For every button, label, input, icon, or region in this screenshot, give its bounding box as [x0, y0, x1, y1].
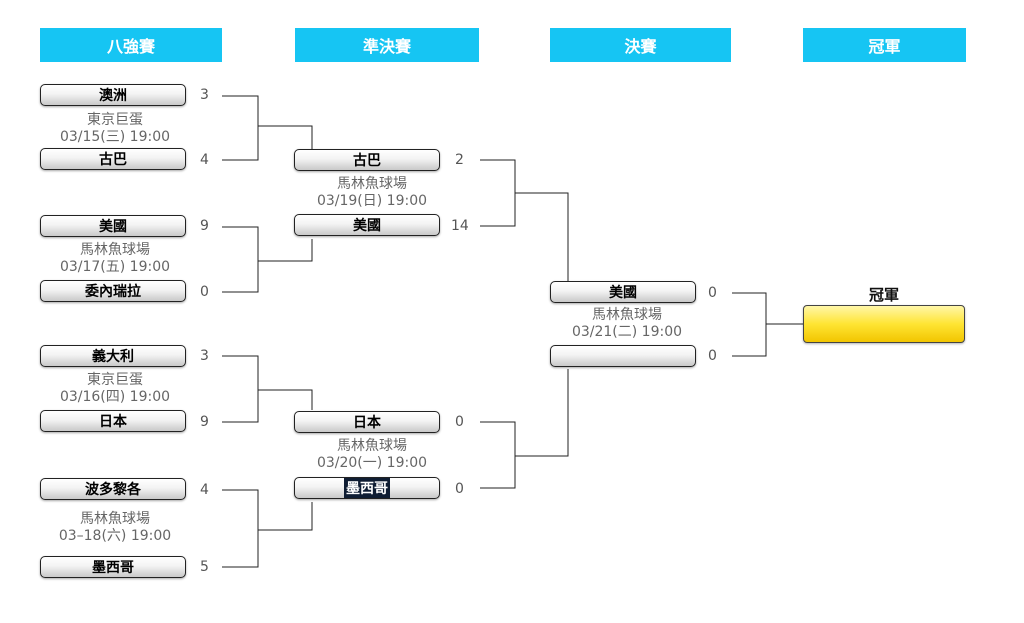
sf1-score1: 2	[455, 152, 464, 168]
qf4-score2: 5	[200, 559, 209, 575]
qf2-score2: 0	[200, 284, 209, 300]
final-datetime: 03/21(二) 19:00	[571, 324, 683, 340]
connector-qf1-to-sf1	[258, 125, 313, 150]
sf1-team1[interactable]: 古巴	[294, 149, 440, 171]
team-name: 日本	[99, 414, 127, 430]
qf4-team1[interactable]: 波多黎各	[40, 478, 186, 500]
connector-final	[732, 292, 767, 357]
sf2-datetime: 03/20(一) 19:00	[316, 455, 428, 471]
qf1-venue: 東京巨蛋	[87, 112, 143, 128]
connector-qf3-to-sf2	[258, 389, 313, 410]
qf4-score1: 4	[200, 482, 209, 498]
qf4-team2[interactable]: 墨西哥	[40, 556, 186, 578]
qf4-info: 馬林魚球場 03–18(六) 19:00	[5, 511, 225, 545]
champion-box[interactable]	[803, 305, 965, 343]
team-name: 波多黎各	[85, 482, 141, 498]
qf1-datetime: 03/15(三) 19:00	[59, 129, 171, 145]
qf3-team2[interactable]: 日本	[40, 410, 186, 432]
qf2-info: 馬林魚球場 03/17(五) 19:00	[5, 242, 225, 276]
team-name: 墨西哥	[92, 560, 134, 576]
team-name: 日本	[353, 415, 381, 431]
qf4-venue: 馬林魚球場	[80, 511, 150, 527]
team-name: 古巴	[353, 153, 381, 169]
final-score2: 0	[708, 348, 717, 364]
header-champion: 冠軍	[803, 28, 966, 62]
qf3-venue: 東京巨蛋	[87, 372, 143, 388]
team-name: 美國	[353, 218, 381, 234]
sf1-score2: 14	[451, 218, 469, 234]
sf2-score1: 0	[455, 414, 464, 430]
connector-qf4	[222, 489, 259, 568]
qf3-team1[interactable]: 義大利	[40, 345, 186, 367]
connector-qf2-to-sf1	[258, 239, 313, 262]
connector-sf1	[480, 159, 516, 227]
sf2-score2: 0	[455, 481, 464, 497]
sf2-info: 馬林魚球場 03/20(一) 19:00	[262, 438, 482, 472]
connector-sf2	[480, 421, 516, 489]
connector-qf4-to-sf2	[258, 502, 313, 531]
qf1-team2[interactable]: 古巴	[40, 148, 186, 170]
connector-sf1-to-final	[515, 192, 569, 281]
connector-sf2-to-final	[515, 369, 569, 457]
header-final: 決賽	[550, 28, 731, 62]
final-venue: 馬林魚球場	[592, 307, 662, 323]
team-name: 古巴	[99, 152, 127, 168]
connector-qf1	[222, 95, 259, 161]
sf1-datetime: 03/19(日) 19:00	[316, 193, 428, 209]
header-quarterfinals: 八強賽	[40, 28, 222, 62]
qf4-datetime: 03–18(六) 19:00	[58, 528, 172, 544]
final-info: 馬林魚球場 03/21(二) 19:00	[517, 307, 737, 341]
qf3-score2: 9	[200, 414, 209, 430]
qf1-info: 東京巨蛋 03/15(三) 19:00	[5, 112, 225, 146]
qf2-score1: 9	[200, 218, 209, 234]
final-team2[interactable]	[550, 345, 696, 367]
team-name: 澳洲	[99, 88, 127, 104]
qf1-score1: 3	[200, 87, 209, 103]
sf1-info: 馬林魚球場 03/19(日) 19:00	[262, 176, 482, 210]
sf2-team1[interactable]: 日本	[294, 411, 440, 433]
team-name: 義大利	[92, 349, 134, 365]
sf1-team2[interactable]: 美國	[294, 214, 440, 236]
qf3-score1: 3	[200, 348, 209, 364]
qf2-venue: 馬林魚球場	[80, 242, 150, 258]
champion-label: 冠軍	[868, 286, 899, 304]
sf2-team2[interactable]: 墨西哥	[294, 477, 440, 499]
team-name: 美國	[609, 285, 637, 301]
qf3-datetime: 03/16(四) 19:00	[59, 389, 171, 405]
team-name: 委內瑞拉	[85, 284, 141, 300]
qf2-datetime: 03/17(五) 19:00	[59, 259, 171, 275]
team-name-selected: 墨西哥	[344, 478, 390, 498]
qf3-info: 東京巨蛋 03/16(四) 19:00	[5, 372, 225, 406]
qf1-team1[interactable]: 澳洲	[40, 84, 186, 106]
sf1-venue: 馬林魚球場	[337, 176, 407, 192]
qf2-team1[interactable]: 美國	[40, 215, 186, 237]
header-semifinals: 準決賽	[295, 28, 479, 62]
final-team1[interactable]: 美國	[550, 281, 696, 303]
final-score1: 0	[708, 285, 717, 301]
connector-qf3	[222, 355, 259, 423]
qf2-team2[interactable]: 委內瑞拉	[40, 280, 186, 302]
sf2-venue: 馬林魚球場	[337, 438, 407, 454]
connector-qf2	[222, 226, 259, 293]
team-name: 美國	[99, 219, 127, 235]
qf1-score2: 4	[200, 152, 209, 168]
